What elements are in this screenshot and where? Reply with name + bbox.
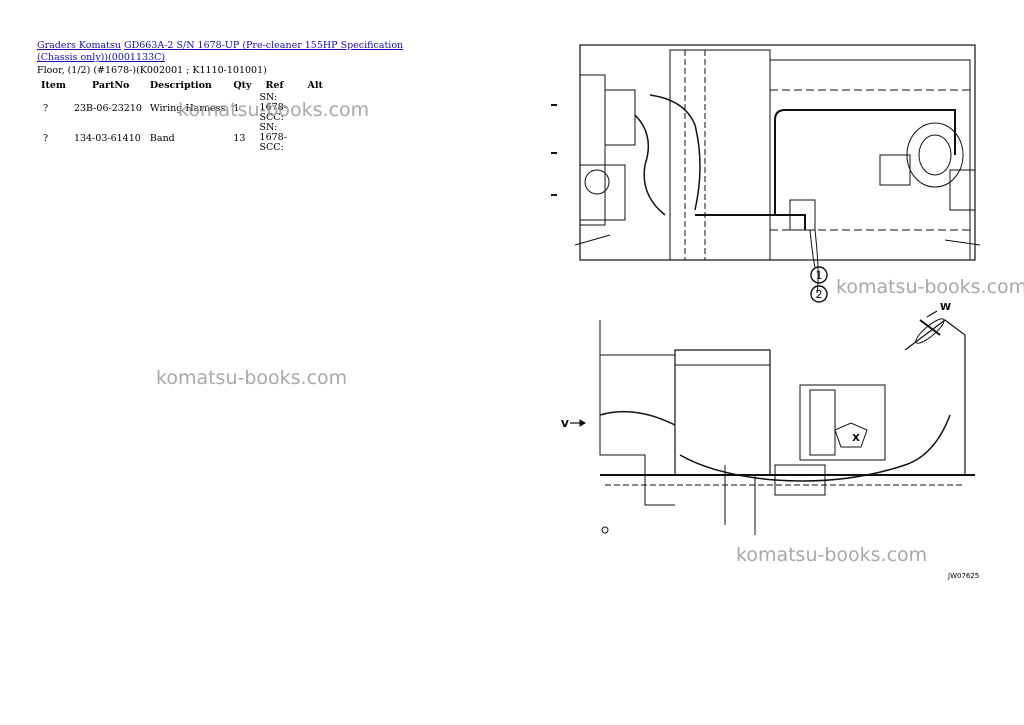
watermark: komatsu-books.com bbox=[178, 99, 370, 121]
parts-diagram: 1 2 X V W bbox=[551, 44, 981, 535]
cell-item: ? bbox=[43, 102, 49, 114]
cell-alt bbox=[304, 123, 327, 153]
col-header-description: Description bbox=[149, 80, 212, 91]
view-label-x: X bbox=[852, 433, 860, 444]
col-header-alt: Alt bbox=[307, 80, 323, 91]
cell-description: Wiring Harness bbox=[149, 102, 226, 114]
table-row: ? 23B-06-23210 Wiring Harness 1 SN: 1678… bbox=[37, 93, 327, 123]
table-row: ? 134-03-61410 Band 13 SN: 1678-SCC: bbox=[37, 123, 327, 153]
callout-1: 1 bbox=[810, 266, 828, 284]
view-label-w: W bbox=[940, 302, 951, 313]
watermark: komatsu-books.com bbox=[836, 276, 1024, 298]
breadcrumb-link-model[interactable]: GD663A-2 S/N 1678-UP (Pre-cleaner 155HP … bbox=[37, 40, 404, 63]
callout-1-label: 1 bbox=[816, 269, 823, 282]
breadcrumb: Graders Komatsu GD663A-2 S/N 1678-UP (Pr… bbox=[37, 40, 417, 64]
diagram-top-view bbox=[551, 44, 981, 294]
cell-ref: SN: 1678-SCC: bbox=[259, 92, 287, 123]
page-subtitle: Floor, (1/2) (#1678-)(K002001 ; K1110-10… bbox=[37, 65, 267, 76]
callout-2: 2 bbox=[810, 285, 828, 303]
watermark: komatsu-books.com bbox=[736, 544, 928, 566]
watermark: komatsu-books.com bbox=[156, 367, 348, 389]
breadcrumb-link-graders[interactable]: Graders Komatsu bbox=[37, 40, 121, 51]
diagram-side-view: X V W bbox=[561, 302, 975, 535]
cell-ref: SN: 1678-SCC: bbox=[259, 122, 287, 153]
col-header-ref: Ref bbox=[265, 80, 284, 91]
col-header-partno: PartNo bbox=[91, 80, 130, 91]
cell-item: ? bbox=[43, 132, 49, 144]
view-label-v: V bbox=[561, 419, 569, 430]
table-header-row: Item PartNo Description Qty Ref Alt bbox=[37, 78, 327, 93]
col-header-item: Item bbox=[41, 80, 66, 91]
cell-partno: 23B-06-23210 bbox=[73, 102, 142, 114]
drawing-number: JW07625 bbox=[948, 572, 980, 580]
callout-2-label: 2 bbox=[816, 288, 823, 301]
cell-qty: 13 bbox=[233, 132, 246, 144]
cell-partno: 134-03-61410 bbox=[73, 132, 141, 144]
cell-description: Band bbox=[149, 132, 175, 144]
col-header-qty: Qty bbox=[233, 80, 252, 91]
parts-table: Item PartNo Description Qty Ref Alt ? 23… bbox=[37, 78, 327, 153]
cell-qty: 1 bbox=[233, 102, 240, 114]
